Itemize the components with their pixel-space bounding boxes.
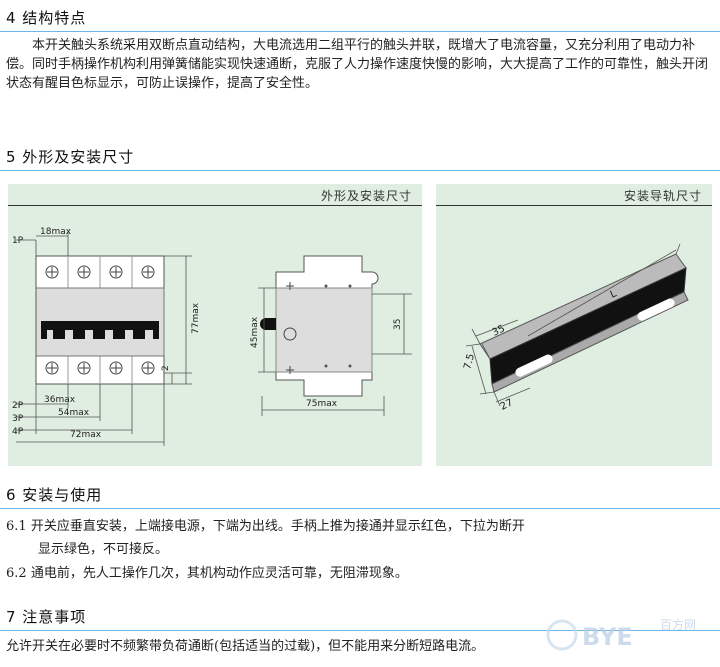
rail-panel-title: 安装导轨尺寸: [623, 189, 702, 203]
svg-text:百方网: 百方网: [660, 617, 696, 632]
section-7-rule: [0, 630, 720, 631]
label-rail-27: 27: [499, 397, 515, 412]
label-72max: 72max: [70, 430, 102, 440]
label-rail-35: 35: [491, 323, 507, 338]
label-3p: 3P: [12, 414, 24, 424]
label-36max: 36max: [44, 395, 76, 405]
watermark-logo: BYE 百方网: [542, 611, 712, 661]
label-4p: 4P: [12, 427, 24, 437]
label-2p: 2P: [12, 401, 24, 411]
install-item-1-text: 开关应垂直安装，上端接电源，下端为出线。手柄上推为接通并显示红色，下拉为断开: [30, 519, 525, 534]
dimension-panel-title: 外形及安装尺寸: [320, 189, 412, 203]
label-35: 35: [393, 319, 403, 330]
breaker-side-view: [260, 255, 379, 397]
install-item-2: 6.2 通电前，先人工操作几次，其机构动作应灵活可靠，无阻滞现象。: [6, 564, 408, 583]
din-rail-drawing: 35 7.5 27 L: [462, 243, 689, 413]
section-5-rule: [0, 170, 720, 171]
install-item-1-continuation: 显示绿色，不可接反。: [38, 542, 169, 557]
section-7-body: 允许开关在必要时不频繁带负荷通断(包括适当的过载)，但不能用来分断短路电流。: [6, 639, 485, 654]
section-4-title: 4 结构特点: [6, 9, 87, 27]
install-item-1: 6.1 开关应垂直安装，上端接电源，下端为出线。手柄上推为接通并显示红色，下拉为…: [6, 517, 525, 536]
label-18max: 18max: [40, 227, 72, 237]
label-54max: 54max: [58, 408, 90, 418]
section-5-title: 5 外形及安装尺寸: [6, 148, 135, 166]
svg-text:BYE: BYE: [582, 623, 633, 651]
section-4-body: 本开关触头系统采用双断点直动结构，大电流选用二组平行的触头并联，既增大了电流容量…: [6, 38, 709, 91]
section-7-title: 7 注意事项: [6, 608, 87, 626]
dimension-panel: 外形及安装尺寸: [8, 184, 422, 466]
breaker-dimension-drawing: 1P 18max 2P 36max 3P 54max 4P 72max 77ma…: [12, 227, 412, 446]
section-6-rule: [0, 508, 720, 509]
din-rail: [479, 253, 689, 393]
section-6-title: 6 安装与使用: [6, 486, 103, 504]
breaker-front-view: [35, 255, 165, 385]
label-2: 2: [161, 365, 171, 371]
label-45max: 45max: [250, 316, 260, 348]
label-75max: 75max: [306, 399, 338, 409]
install-item-2-text: 通电前，先人工操作几次，其机构动作应灵活可靠，无阻滞现象。: [30, 566, 408, 581]
label-1p: 1P: [12, 236, 24, 246]
label-77max: 77max: [191, 302, 201, 334]
install-item-1-number: 6.1: [6, 519, 27, 534]
label-rail-l: L: [609, 288, 619, 301]
label-rail-7-5: 7.5: [462, 353, 477, 371]
section-4-rule: [0, 31, 720, 32]
watermark-icon: BYE 百方网: [546, 617, 696, 651]
install-item-2-number: 6.2: [6, 566, 27, 581]
rail-panel: 安装导轨尺寸 35 7.5 27 L: [436, 184, 712, 466]
